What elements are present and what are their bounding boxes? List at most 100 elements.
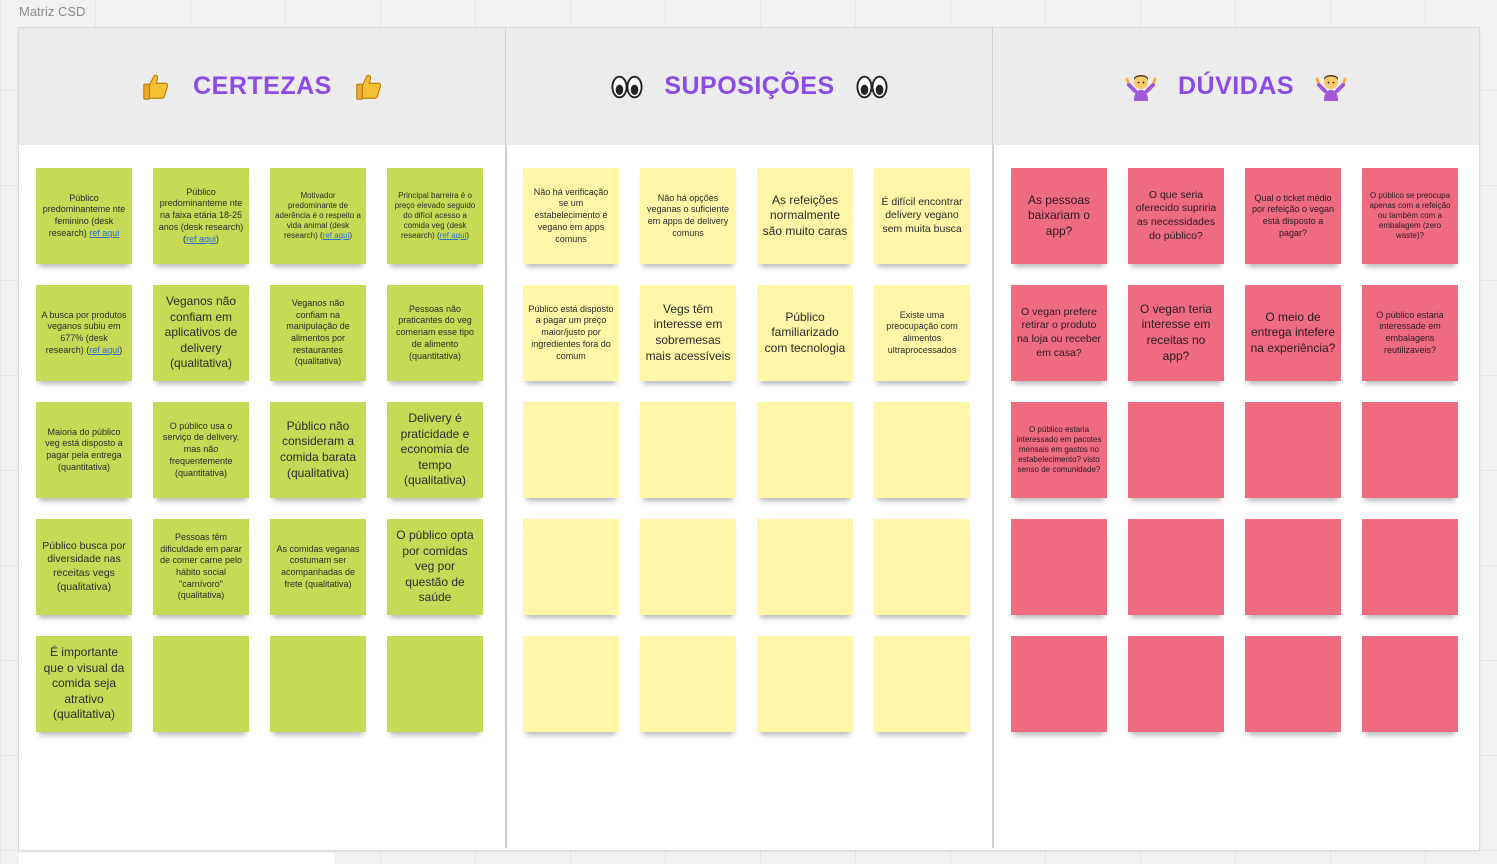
sticky-note-text: O público estaria interessado em pacotes… — [1016, 425, 1102, 475]
sticky-note[interactable]: Principal barreira é o preço elevado seg… — [387, 168, 483, 264]
sticky-note[interactable]: Público predominanteme nte na faixa etár… — [153, 168, 249, 264]
reference-link[interactable]: ref aqui — [439, 231, 467, 240]
note-text: Veganos não confiam em aplicativos de de… — [164, 294, 238, 371]
sticky-note[interactable]: A busca por produtos veganos subiu em 67… — [36, 285, 132, 381]
column-title: CERTEZAS — [193, 72, 332, 100]
empty-sticky-note[interactable] — [523, 519, 619, 615]
reference-link[interactable]: ref aqui — [89, 227, 120, 238]
note-text: Vegs têm interesse em sobremesas mais ac… — [645, 301, 731, 363]
note-text: Não há opções veganas o suficiente em ap… — [646, 192, 730, 238]
sticky-note[interactable]: Motivador predominante de aderência é o … — [270, 168, 366, 264]
empty-sticky-note[interactable] — [640, 636, 736, 732]
note-text: Público predominanteme nte feminino (des… — [42, 192, 126, 238]
sticky-note-text: Vegs têm interesse em sobremesas mais ac… — [645, 302, 731, 364]
empty-sticky-note[interactable] — [270, 636, 366, 732]
empty-sticky-note[interactable] — [523, 636, 619, 732]
empty-sticky-note[interactable] — [874, 402, 970, 498]
eyes-icon — [855, 70, 889, 104]
sticky-note[interactable]: As comidas veganas costumam ser acompanh… — [270, 519, 366, 615]
empty-sticky-note[interactable] — [1128, 402, 1224, 498]
sticky-note[interactable]: O público se preocupa apenas com a refei… — [1362, 168, 1458, 264]
sticky-note-text: Qual o ticket médio por refeição o vegan… — [1250, 193, 1336, 240]
empty-sticky-note[interactable] — [874, 636, 970, 732]
sticky-note[interactable]: O público estaria interessado em pacotes… — [1011, 402, 1107, 498]
note-text: Público busca por diversidade nas receit… — [42, 539, 126, 593]
empty-sticky-note[interactable] — [874, 519, 970, 615]
sticky-note-text: O público opta por comidas veg por quest… — [392, 528, 478, 606]
sticky-note[interactable]: É importante que o visual da comida seja… — [36, 636, 132, 732]
sticky-note-text: As comidas veganas costumam ser acompanh… — [275, 544, 361, 591]
note-text: O público estaria interessade em embalag… — [1376, 309, 1444, 355]
note-text-suffix: ) — [349, 231, 353, 240]
empty-sticky-note[interactable] — [1128, 636, 1224, 732]
sticky-note[interactable]: O público opta por comidas veg por quest… — [387, 519, 483, 615]
sticky-note[interactable]: Existe uma preocupação com alimentos ult… — [874, 285, 970, 381]
empty-sticky-note[interactable] — [1011, 519, 1107, 615]
sticky-note[interactable]: O meio de entrega intefere na experiênci… — [1245, 285, 1341, 381]
reference-link[interactable]: ref aqui — [89, 344, 120, 355]
empty-sticky-note[interactable] — [757, 636, 853, 732]
sticky-note-text: Público predominanteme nte feminino (des… — [41, 193, 127, 240]
sticky-note-text: O meio de entrega intefere na experiênci… — [1250, 310, 1336, 357]
sticky-note[interactable]: Pessoas têm dificuldade em parar de come… — [153, 519, 249, 615]
sticky-note-text: Público predominanteme nte na faixa etár… — [158, 187, 244, 245]
empty-sticky-note[interactable] — [1362, 402, 1458, 498]
sticky-note[interactable]: Não há verificação se um estabelecimento… — [523, 168, 619, 264]
note-text: Principal barreira é o preço elevado seg… — [394, 191, 476, 240]
sticky-note[interactable]: O vegan teria interesse em receitas no a… — [1128, 285, 1224, 381]
sticky-note[interactable]: Pessoas não praticantes do veg comeriam … — [387, 285, 483, 381]
empty-sticky-note[interactable] — [757, 402, 853, 498]
sticky-note-text: É difícil encontrar delivery vegano sem … — [879, 196, 965, 237]
note-text: É difícil encontrar delivery vegano sem … — [881, 195, 963, 235]
note-text: O que seria oferecido supriria as necess… — [1135, 188, 1217, 242]
note-text: Motivador predominante de aderência é o … — [275, 191, 361, 240]
sticky-note[interactable]: Não há opções veganas o suficiente em ap… — [640, 168, 736, 264]
reference-link[interactable]: ref aqui — [322, 231, 350, 240]
empty-sticky-note[interactable] — [153, 636, 249, 732]
sticky-note[interactable]: As pessoas baixariam o app? — [1011, 168, 1107, 264]
sticky-note-text: A busca por produtos veganos subiu em 67… — [41, 310, 127, 357]
sticky-note[interactable]: Vegs têm interesse em sobremesas mais ac… — [640, 285, 736, 381]
sticky-note[interactable]: O vegan prefere retirar o produto na loj… — [1011, 285, 1107, 381]
sticky-note-text: O público usa o serviço de delivery, mas… — [158, 421, 244, 479]
sticky-note[interactable]: Público predominanteme nte feminino (des… — [36, 168, 132, 264]
sticky-note[interactable]: O que seria oferecido supriria as necess… — [1128, 168, 1224, 264]
empty-sticky-note[interactable] — [523, 402, 619, 498]
empty-sticky-note[interactable] — [1011, 636, 1107, 732]
sticky-note-text: Público não consideram a comida barata (… — [275, 419, 361, 481]
sticky-note-text: Não há opções veganas o suficiente em ap… — [645, 193, 731, 240]
reference-link[interactable]: ref aqui — [185, 233, 217, 244]
note-text: Pessoas têm dificuldade em parar de come… — [159, 531, 243, 601]
sticky-note[interactable]: Público não consideram a comida barata (… — [270, 402, 366, 498]
note-text: Veganos não confiam na manipulação de al… — [286, 297, 350, 367]
sticky-note[interactable]: O público usa o serviço de delivery, mas… — [153, 402, 249, 498]
sticky-note[interactable]: Maioria do público veg está disposto a p… — [36, 402, 132, 498]
note-text: As refeições normalmente são muito caras — [762, 192, 848, 238]
sticky-note[interactable]: Qual o ticket médio por refeição o vegan… — [1245, 168, 1341, 264]
empty-sticky-note[interactable] — [640, 519, 736, 615]
empty-sticky-note[interactable] — [1362, 636, 1458, 732]
sticky-note[interactable]: Delivery é praticidade e economia de tem… — [387, 402, 483, 498]
empty-sticky-note[interactable] — [1245, 636, 1341, 732]
empty-sticky-note[interactable] — [387, 636, 483, 732]
sticky-note[interactable]: É difícil encontrar delivery vegano sem … — [874, 168, 970, 264]
sticky-note[interactable]: O público estaria interessade em embalag… — [1362, 285, 1458, 381]
frame-title: Matriz CSD — [19, 4, 86, 19]
note-text: É importante que o visual da comida seja… — [43, 645, 125, 722]
sticky-note[interactable]: As refeições normalmente são muito caras — [757, 168, 853, 264]
empty-sticky-note[interactable] — [1245, 402, 1341, 498]
sticky-note[interactable]: Veganos não confiam na manipulação de al… — [270, 285, 366, 381]
empty-sticky-note[interactable] — [1362, 519, 1458, 615]
sticky-note[interactable]: Veganos não confiam em aplicativos de de… — [153, 285, 249, 381]
empty-sticky-note[interactable] — [640, 402, 736, 498]
csd-matrix-board[interactable]: CERTEZAS Público predominanteme nte femi… — [19, 28, 1479, 850]
sticky-note[interactable]: Público busca por diversidade nas receit… — [36, 519, 132, 615]
empty-sticky-note[interactable] — [757, 519, 853, 615]
empty-sticky-note[interactable] — [1128, 519, 1224, 615]
bottom-panel-edge — [19, 853, 335, 864]
empty-sticky-note[interactable] — [1245, 519, 1341, 615]
sticky-note[interactable]: Público está disposto a pagar um preço m… — [523, 285, 619, 381]
sticky-note[interactable]: Público familiarizado com tecnologia — [757, 285, 853, 381]
sticky-note-text: Veganos não confiam em aplicativos de de… — [158, 294, 244, 372]
note-text: As comidas veganas costumam ser acompanh… — [276, 543, 360, 589]
